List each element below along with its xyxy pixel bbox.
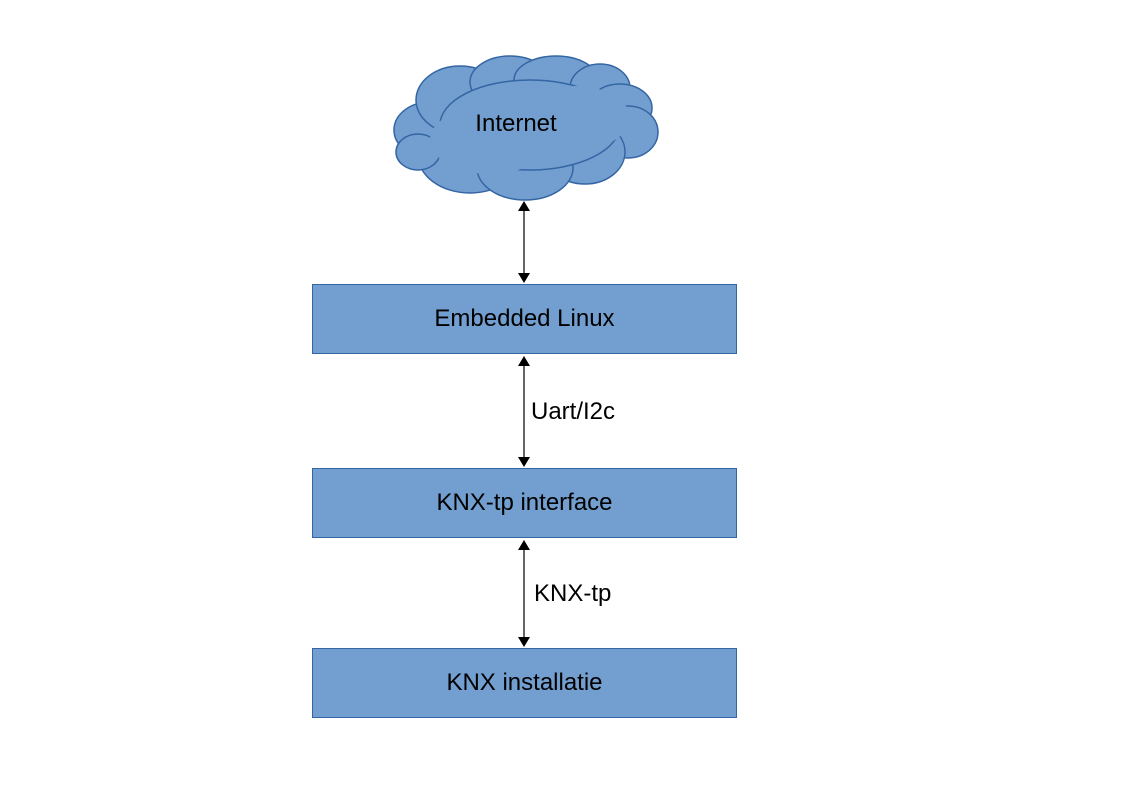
- internet-cloud-icon: [393, 55, 659, 201]
- knx-installatie-label: KNX installatie: [446, 669, 603, 696]
- embedded-linux-block: Embedded Linux: [312, 284, 737, 354]
- uart-i2c-label: Uart/I2c: [531, 398, 616, 425]
- internet-label: Internet: [475, 110, 557, 137]
- knx-tp-label: KNX-tp: [534, 580, 612, 607]
- embedded-linux-label: Embedded Linux: [434, 305, 615, 332]
- knx-interface-block: KNX-tp interface: [312, 468, 737, 538]
- knx-installatie-block: KNX installatie: [312, 648, 737, 718]
- knx-interface-label: KNX-tp interface: [436, 489, 613, 516]
